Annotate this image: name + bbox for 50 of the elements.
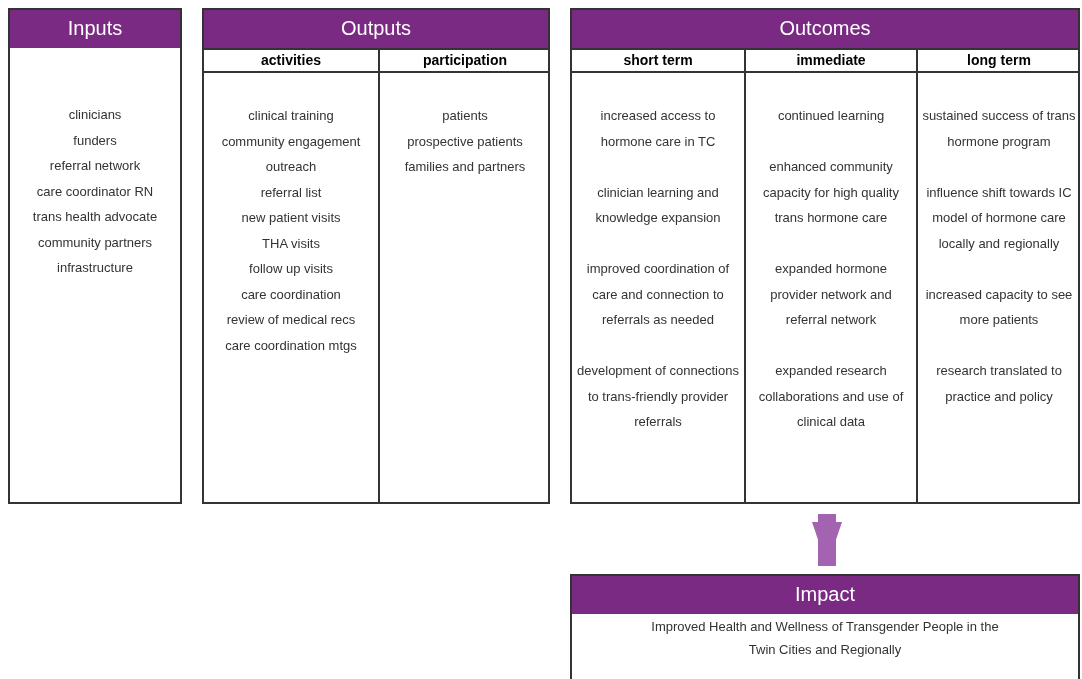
outcome-text: enhanced community capacity for high quality trans hormone care [762,158,900,227]
panel-box [202,8,550,504]
panel-heading: Inputs [10,10,180,48]
impact-text: Improved Health and Wellness of Transgender People in the Twin Cities and Regionally [650,618,1000,659]
list-item: clinical training [248,107,334,125]
list-item: patients [442,107,488,125]
outcome-text: expanded research collaborations and use of clinical data [757,362,905,431]
list-item: new patient visits [241,209,341,227]
list-item: THA visits [262,234,320,253]
panel-heading: Impact [572,576,1078,614]
outcome-text: sustained success of trans hormone program [922,107,1076,151]
list-item: review of medical recs [226,311,356,329]
outcome-text: clinician learning and knowledge expansion [594,183,722,227]
list-item: referral network [49,157,141,175]
block-arrow [812,514,842,566]
list-item: care coordination [241,285,341,304]
list-item: referral list [260,183,322,202]
list-item: clinicians [68,106,122,124]
column-box [378,48,550,504]
column-heading: short term [572,48,744,73]
column-heading: participation [380,48,550,73]
list-item: families and partners [404,158,526,176]
list-item: outreach [265,158,317,176]
list-item: infrastructure [57,259,133,277]
outcome-text: increased access to hormone care in TC [599,107,717,151]
column-box [744,48,916,504]
list-item: prospective patients [407,132,523,151]
outcome-text: research translated to practice and policy [935,362,1063,406]
list-item: funders [73,131,117,150]
list-item: follow up visits [249,260,333,278]
outcome-text: continued learning [777,107,885,125]
outcome-text: expanded hormone provider network and referral network [769,260,893,329]
list-item: care coordinator RN [36,182,154,201]
panel-box [570,8,1080,504]
list-item: trans health advocate [32,208,158,226]
panel-heading: Outputs [204,10,548,48]
outcome-text: increased capacity to see more patients [924,285,1074,329]
outcome-text: improved coordination of care and connection to referrals as needed [585,260,731,329]
column-heading: activities [204,48,378,73]
outcome-text: influence shift towards IC model of hormone care locally and regionally [925,183,1073,253]
panel-box [8,8,182,504]
panel-box [570,574,1080,679]
list-item: community partners [37,233,153,252]
list-item: care coordination mtgs [225,336,357,355]
column-heading: long term [918,48,1080,73]
column-heading: immediate [746,48,916,73]
outcome-text: development of connections to trans-friendly provider referrals [576,362,740,431]
panel-heading: Outcomes [572,10,1078,48]
list-item: community engagement [221,132,361,151]
column-box [916,48,1080,504]
